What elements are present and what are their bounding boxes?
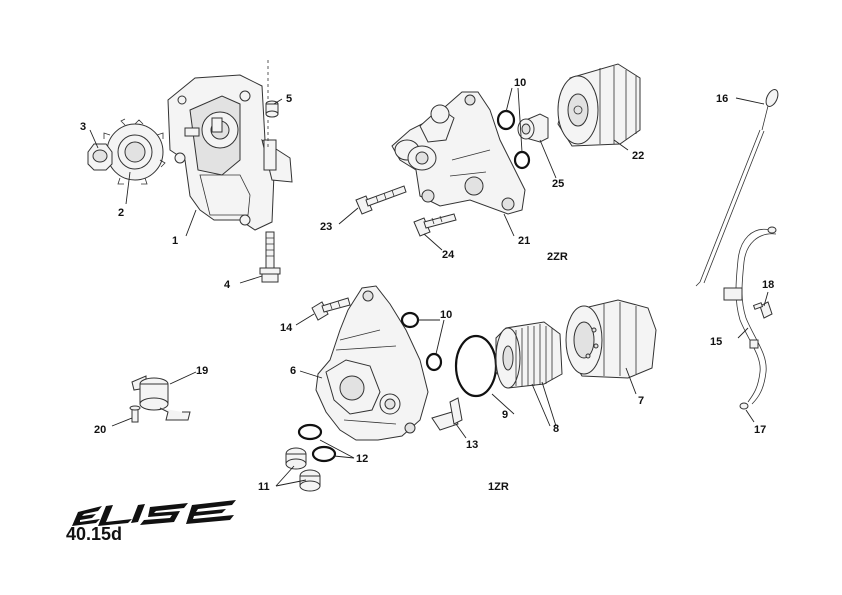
dipstick — [695, 89, 779, 287]
bolt-24 — [413, 213, 457, 237]
variant-label-1zr: 1ZR — [488, 481, 509, 493]
washers-12 — [297, 423, 337, 463]
dipstick-guide-tube — [723, 226, 777, 405]
sprocket — [102, 118, 166, 185]
callout-10-2zr: 10 — [514, 77, 526, 89]
figure-reference: 40.15d — [66, 524, 122, 544]
large-o-ring — [454, 334, 498, 398]
callout-24: 24 — [442, 249, 455, 261]
filter-housing-2zr — [391, 91, 526, 215]
callout-7: 7 — [638, 395, 644, 407]
bolt-14 — [311, 297, 351, 321]
o-ring-17 — [739, 402, 749, 410]
screw-20 — [129, 405, 141, 423]
callout-1: 1 — [172, 235, 178, 247]
callout-18: 18 — [762, 279, 774, 291]
elise-logo — [72, 500, 236, 526]
oil-pump-body — [167, 60, 293, 231]
oil-pressure-switch — [131, 375, 191, 421]
callout-15: 15 — [710, 336, 722, 348]
nut — [87, 143, 113, 171]
variant-label-2zr: 2ZR — [547, 251, 568, 263]
plugs-11 — [285, 447, 321, 492]
callout-21: 21 — [518, 235, 530, 247]
filter-housing-1zr — [315, 285, 429, 441]
callout-16: 16 — [716, 93, 728, 105]
callout-17: 17 — [754, 424, 766, 436]
callout-23: 23 — [320, 221, 332, 233]
callout-6: 6 — [290, 365, 296, 377]
callout-11: 11 — [258, 481, 270, 493]
dowel-5 — [265, 100, 279, 118]
bolt-23 — [355, 185, 407, 215]
filter-cap — [565, 299, 657, 379]
callout-8: 8 — [553, 423, 559, 435]
callout-3: 3 — [80, 121, 86, 133]
callout-13: 13 — [466, 439, 478, 451]
callout-20: 20 — [94, 424, 106, 436]
union-25 — [517, 113, 549, 143]
callout-4: 4 — [224, 279, 231, 291]
leader-lines — [89, 87, 769, 487]
callout-12: 12 — [356, 453, 368, 465]
bolt-18 — [752, 301, 773, 319]
callout-9: 9 — [502, 409, 508, 421]
bolt-4 — [259, 231, 281, 283]
callout-25: 25 — [552, 178, 564, 190]
callout-19: 19 — [196, 365, 208, 377]
callout-10-1zr: 10 — [440, 309, 452, 321]
filter-element — [495, 321, 563, 389]
callout-14: 14 — [280, 322, 293, 334]
callout-5: 5 — [286, 93, 292, 105]
oil-filter-2zr — [557, 63, 641, 147]
callout-22: 22 — [632, 150, 644, 162]
callout-2: 2 — [118, 207, 124, 219]
bracket-13 — [431, 397, 463, 431]
